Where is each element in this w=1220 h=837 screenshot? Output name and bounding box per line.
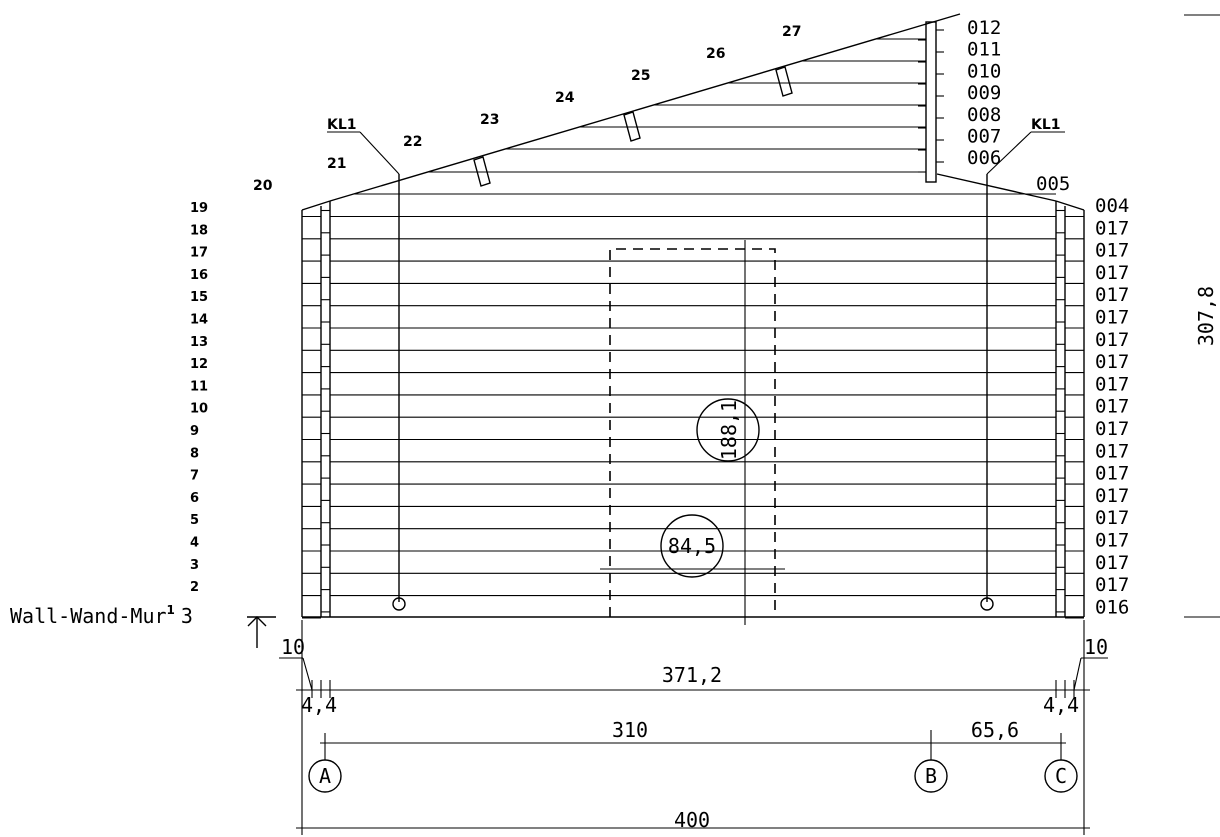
wall-code: 017 — [1095, 262, 1129, 284]
axis-span-ab-label: 310 — [612, 718, 648, 742]
gable-log-lines — [353, 38, 1056, 195]
edge-left-label: 10 — [281, 635, 305, 659]
wall-code: 017 — [1095, 284, 1129, 306]
row-number: 18 — [190, 223, 208, 238]
wall-code: 017 — [1095, 351, 1129, 373]
wall-code: 017 — [1095, 440, 1129, 462]
tie-rod-left — [327, 131, 406, 611]
door-height-label: 188,1 — [717, 400, 741, 460]
wall-code: 017 — [1095, 485, 1129, 507]
rafter-number: 27 — [782, 24, 801, 40]
tie-rod-label-left: KL1 — [327, 117, 357, 133]
wall-code: 017 — [1095, 240, 1129, 262]
rafter-number-list: 20 21 22 23 24 25 26 27 — [253, 24, 801, 194]
row-number: 4 — [190, 536, 199, 551]
row-number: 11 — [190, 379, 208, 394]
rafter-number: 26 — [706, 46, 725, 62]
rafter-number: 20 — [253, 178, 273, 194]
wall-code: 017 — [1095, 307, 1129, 329]
wall-code: 017 — [1095, 574, 1129, 596]
gable-code: 007 — [967, 126, 1001, 148]
row-number: 8 — [190, 446, 199, 461]
wall-code: 004 — [1095, 195, 1129, 217]
row-number: 3 — [190, 558, 199, 573]
tie-rod-right — [980, 131, 1065, 611]
axis-label-b: B — [925, 764, 937, 788]
row-number: 14 — [190, 313, 208, 328]
gable-code: 006 — [967, 147, 1001, 169]
gable-post — [918, 21, 944, 183]
wall-code: 017 — [1095, 552, 1129, 574]
row-number: 12 — [190, 357, 208, 372]
rafter-number: 21 — [327, 156, 346, 172]
gable-code: 008 — [967, 104, 1001, 126]
row-number: 19 — [190, 201, 208, 216]
row-number: 7 — [190, 469, 199, 484]
wall-code: 017 — [1095, 530, 1129, 552]
wall-code: 017 — [1095, 418, 1129, 440]
code-005: 005 — [1036, 173, 1070, 195]
door-width-label: 84,5 — [668, 534, 716, 558]
gable-code: 011 — [967, 39, 1001, 61]
row-number: 16 — [190, 268, 208, 283]
axis-span-bc-label: 65,6 — [971, 718, 1019, 742]
height-dimension — [1184, 14, 1220, 618]
wall-code: 017 — [1095, 463, 1129, 485]
dimension-lines — [279, 620, 1108, 835]
overall-bottom-label: 400 — [674, 808, 710, 832]
door-opening — [600, 240, 785, 625]
axis-label-c: C — [1055, 764, 1067, 788]
left-corner-notches — [302, 201, 331, 619]
rafter-number: 24 — [555, 90, 575, 106]
section-arrow — [247, 616, 276, 648]
axis-label-a: A — [319, 764, 331, 788]
purlin-blocks — [473, 66, 793, 187]
edge-right-label: 10 — [1084, 635, 1108, 659]
row-number: 5 — [190, 513, 199, 528]
row-number-list: 19 18 17 16 15 14 13 12 11 10 9 8 7 6 5 4 3 2 — [190, 201, 208, 595]
wall-code: 016 — [1095, 596, 1129, 618]
gable-code: 012 — [967, 17, 1001, 39]
row-number: 6 — [190, 491, 199, 506]
end-right-label: 4,4 — [1043, 693, 1079, 717]
tie-rod-label-right: KL1 — [1031, 117, 1061, 133]
gable-code: 009 — [967, 82, 1001, 104]
rafter-number: 22 — [403, 134, 422, 150]
wall-log-lines — [330, 215, 1056, 597]
wall-code: 017 — [1095, 507, 1129, 529]
row-number: 2 — [190, 580, 199, 595]
gable-code: 010 — [967, 60, 1001, 82]
wall-code-list: 0040170170170170170170170170170170170170… — [1095, 195, 1129, 618]
wall-code: 017 — [1095, 373, 1129, 395]
row-number: 13 — [190, 335, 208, 350]
wall-code: 017 — [1095, 217, 1129, 239]
row-number: 17 — [190, 246, 208, 261]
overall-top-label: 371,2 — [662, 663, 722, 687]
wall-outline — [301, 13, 1085, 618]
end-left-label: 4,4 — [301, 693, 337, 717]
rafter-number: 23 — [480, 112, 499, 128]
rafter-number: 25 — [631, 68, 650, 84]
row-number: 10 — [190, 402, 208, 417]
height-dimension-label: 307,8 — [1194, 286, 1218, 346]
row-number: 15 — [190, 290, 208, 305]
row-number: 9 — [190, 424, 199, 439]
wall-code: 017 — [1095, 396, 1129, 418]
right-corner-notches — [1055, 201, 1084, 619]
wall-code: 017 — [1095, 329, 1129, 351]
